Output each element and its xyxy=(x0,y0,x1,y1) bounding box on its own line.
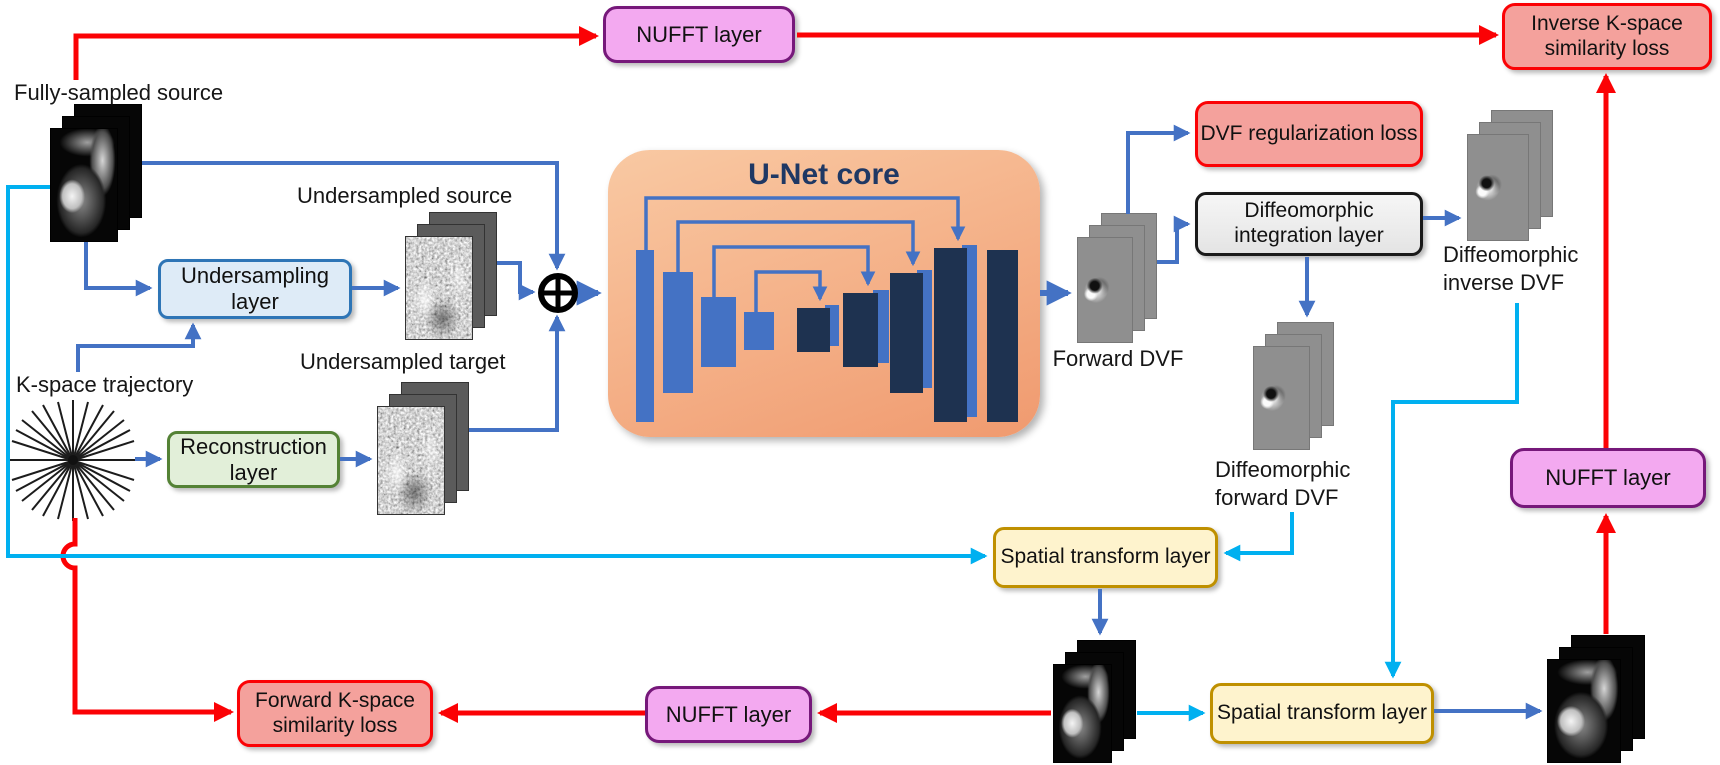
circled-plus-icon xyxy=(536,271,580,320)
undersampled-target-image-stack xyxy=(377,382,469,515)
image-layer xyxy=(1547,659,1621,763)
wire-dvf-to-integration xyxy=(1157,215,1191,264)
fully-sampled-source-label: Fully-sampled source xyxy=(14,80,224,105)
image-layer xyxy=(1077,237,1133,343)
unet-encoder-bar xyxy=(701,297,736,367)
unet-output-bar xyxy=(987,250,1018,422)
undersampled-target-label: Undersampled target xyxy=(300,349,506,374)
warped-source-image-stack xyxy=(1053,640,1136,763)
dvf-regularization-loss-box: DVF regularization loss xyxy=(1195,101,1423,167)
unet-encoder-bar xyxy=(636,250,654,422)
unet-decoder-bar xyxy=(890,273,923,393)
undersampled-source-image-stack xyxy=(405,212,497,340)
kspace-trajectory-star-icon xyxy=(8,398,138,528)
unet-core-box: U-Net core xyxy=(608,150,1040,437)
spatial-transform-layer-1-box: Spatial transform layer xyxy=(993,527,1218,588)
inverse-kspace-similarity-loss-box: Inverse K-space similarity loss xyxy=(1502,3,1712,70)
unet-decoder-bar xyxy=(843,293,878,367)
wire-trajectory-to-undersampling xyxy=(76,322,202,372)
undersampled-source-label: Undersampled source xyxy=(297,183,513,208)
spatial-transform-layer-2-box: Spatial transform layer xyxy=(1210,683,1434,744)
diffeomorphic-forward-dvf-label: Diffeomorphic forward DVF xyxy=(1215,457,1351,510)
diffeomorphic-inverse-dvf-image-stack xyxy=(1467,110,1553,241)
image-layer xyxy=(405,236,473,340)
kspace-trajectory-label: K-space trajectory xyxy=(16,372,194,397)
wire-source-to-nufft-top xyxy=(73,26,599,80)
image-layer xyxy=(50,128,118,242)
image-layer xyxy=(1467,134,1529,241)
inverse-warped-image-stack xyxy=(1547,635,1645,763)
nufft-layer-right-box: NUFFT layer xyxy=(1510,448,1706,508)
reconstruction-layer-box: Reconstruction layer xyxy=(167,431,340,488)
forward-dvf-label: Forward DVF xyxy=(1052,346,1184,371)
wire-trajectory-to-forward-loss xyxy=(60,518,234,722)
wire-ussrc-to-sum xyxy=(497,261,536,301)
wire-diffeo-inverse-to-stl2 xyxy=(1384,303,1519,679)
forward-kspace-similarity-loss-box: Forward K-space similarity loss xyxy=(237,680,433,747)
wire-diffeo-forward-to-stl1 xyxy=(1223,512,1294,562)
nufft-layer-bottom-box: NUFFT layer xyxy=(645,686,812,743)
diffeomorphic-forward-dvf-image-stack xyxy=(1253,322,1334,450)
unet-decoder-bar xyxy=(934,248,967,422)
unet-core-title: U-Net core xyxy=(748,158,900,191)
forward-dvf-image-stack xyxy=(1077,213,1157,343)
wire-source-to-undersampling xyxy=(84,242,153,297)
wire-dvf-to-regularization xyxy=(1126,124,1191,214)
unet-decoder-bar xyxy=(797,308,830,352)
image-layer xyxy=(1053,664,1112,763)
nufft-layer-top-box: NUFFT layer xyxy=(603,6,795,63)
diffeomorphic-inverse-dvf-label: Diffeomorphic inverse DVF xyxy=(1443,242,1579,295)
fully-sampled-source-image-stack xyxy=(50,104,142,242)
unet-encoder-bar xyxy=(663,272,693,393)
image-layer xyxy=(1253,346,1310,450)
diffeomorphic-integration-layer-box: Diffeomorphic integration layer xyxy=(1195,192,1423,256)
unet-encoder-bar xyxy=(744,312,774,350)
image-layer xyxy=(377,406,445,515)
undersampling-layer-box: Undersampling layer xyxy=(158,259,352,319)
